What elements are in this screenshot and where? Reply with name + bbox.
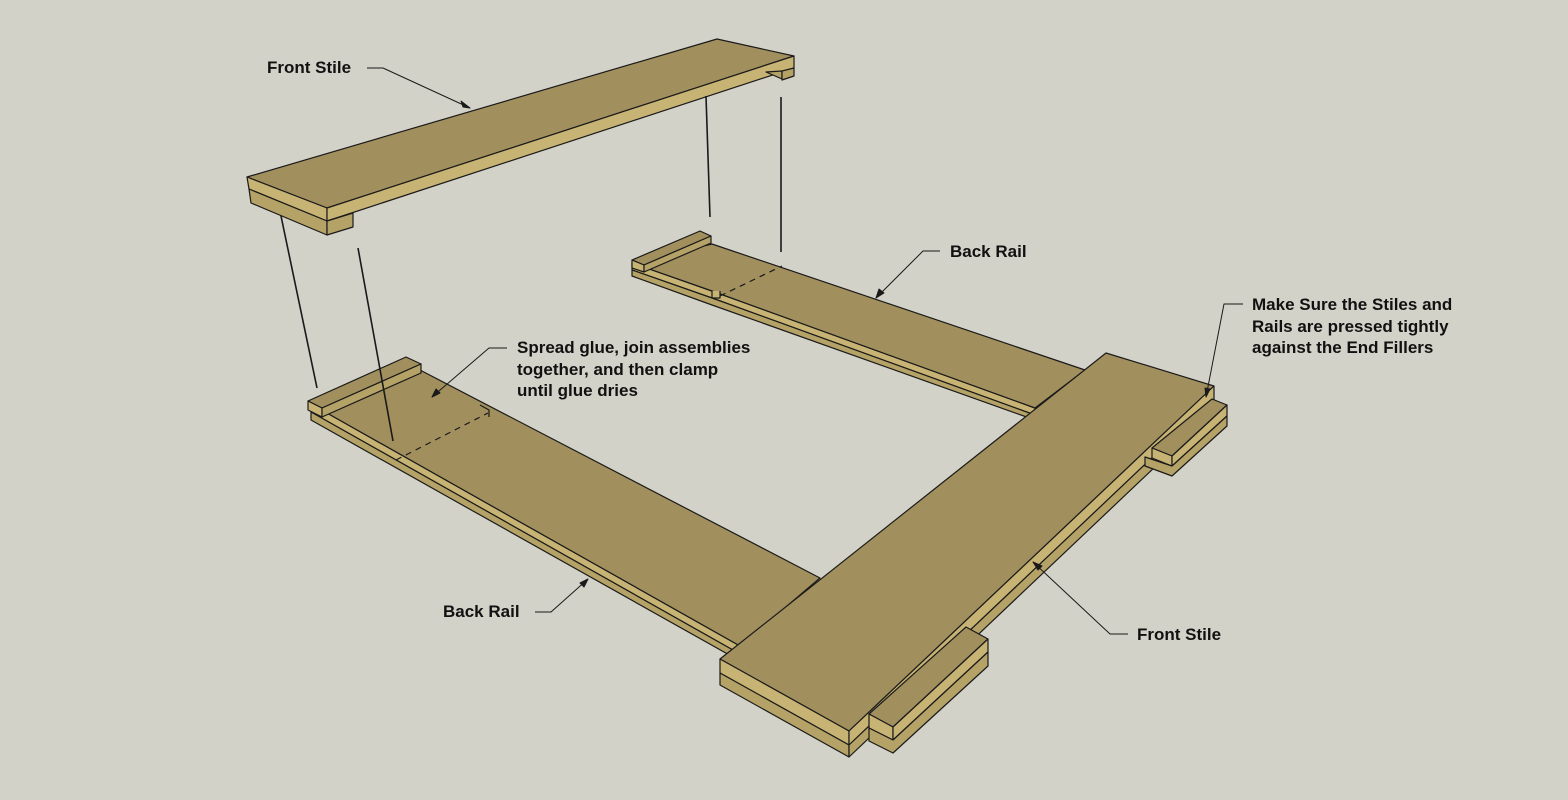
arrow-back-rail-left (579, 578, 589, 588)
label-front-stile-top: Front Stile (267, 58, 352, 77)
filler-right-back-side (643, 235, 712, 273)
leader-back-rail-right (875, 250, 940, 299)
alignment-line-1 (280, 215, 318, 389)
alignment-line-3 (705, 95, 711, 218)
leader-glue-note (431, 347, 507, 398)
leader-front-stile-top (367, 67, 471, 109)
stiles-note-line-2: Rails are pressed tightly (1252, 316, 1449, 336)
stiles-note-line-1: Make Sure the Stiles and (1252, 295, 1453, 314)
leader-back-rail-left (535, 578, 589, 613)
arrow-stiles-note (1204, 387, 1211, 398)
arrow-back-rail-right (875, 288, 885, 299)
filler-left-back-side (321, 363, 422, 418)
front-stile-bottom (719, 352, 1228, 758)
back-rail-right (631, 230, 1086, 421)
front-stile-top (246, 38, 795, 236)
stiles-note-line-3: against the End Fillers (1252, 338, 1434, 357)
label-stiles-note: Make Sure the Stiles and Rails are press… (1252, 294, 1452, 359)
alignment-lines (280, 95, 782, 442)
leader-lines (367, 67, 1243, 635)
label-glue-note: Spread glue, join assemblies together, a… (517, 337, 750, 402)
leader-stiles-note (1205, 303, 1243, 398)
arrow-front-stile-bottom (1032, 561, 1043, 571)
leader-front-stile-bottom (1032, 561, 1128, 635)
glue-note-line-2: together, and then clamp (517, 359, 719, 379)
label-back-rail-left: Back Rail (443, 602, 520, 621)
alignment-line-2 (357, 247, 394, 442)
arrow-front-stile-top (460, 100, 471, 109)
filler-top-right-side (781, 67, 795, 81)
label-back-rail-right: Back Rail (950, 242, 1027, 261)
arrow-glue-note (431, 388, 441, 398)
filler-top-left-side (326, 212, 354, 236)
notch-left-back (479, 404, 490, 417)
notch-right-back (711, 291, 721, 299)
glue-line-right (719, 265, 783, 297)
filler-front-corner-lower (868, 651, 989, 754)
back-rail-left (307, 356, 821, 662)
glue-note-line-1: Spread glue, join assemblies (517, 338, 751, 357)
glue-note-line-3: until glue dries (517, 381, 638, 400)
label-front-stile-bottom: Front Stile (1137, 625, 1222, 644)
filler-front-right-lower (1144, 415, 1228, 477)
